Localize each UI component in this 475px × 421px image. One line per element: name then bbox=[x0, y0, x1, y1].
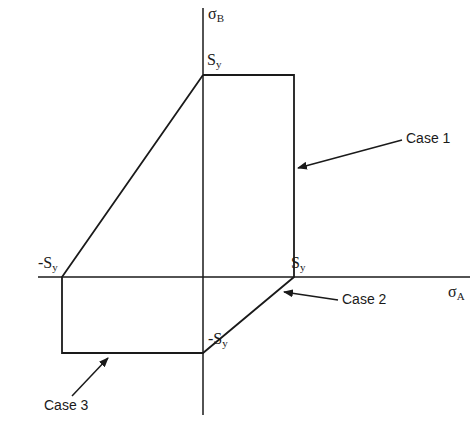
yield-strength: -Sy bbox=[208, 331, 228, 349]
yield-strength: Sy bbox=[207, 52, 221, 70]
sigma-a-axis bbox=[38, 276, 470, 278]
axis-label: σB bbox=[208, 6, 224, 24]
hexagon-envelope bbox=[62, 75, 294, 353]
case-label: Case 3 bbox=[44, 398, 88, 412]
yield-strength: -Sy bbox=[38, 255, 58, 273]
leader-line bbox=[298, 140, 402, 168]
case-label: Case 1 bbox=[406, 131, 450, 145]
case-label: Case 2 bbox=[342, 292, 386, 306]
sigma-b-axis bbox=[202, 8, 204, 415]
yield-strength: Sy bbox=[291, 255, 305, 273]
leader-line bbox=[72, 358, 108, 396]
axis-label: σA bbox=[448, 284, 465, 302]
leader-line bbox=[284, 292, 338, 300]
